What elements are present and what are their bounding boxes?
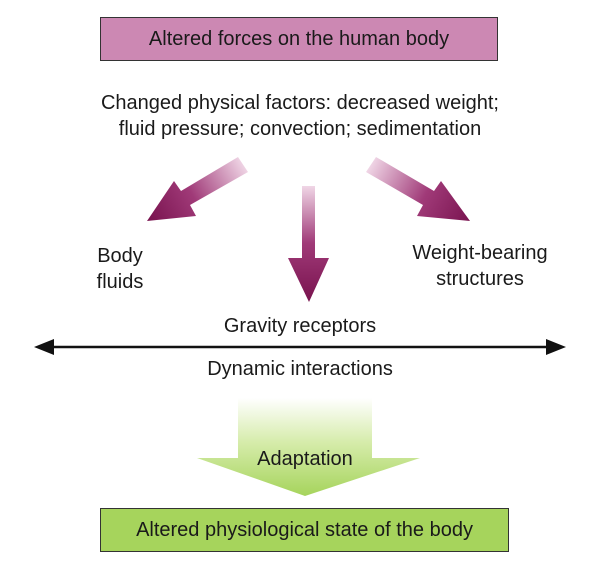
altered-forces-label: Altered forces on the human body	[148, 27, 450, 50]
weight-bearing-label: Weight-bearing structures	[380, 240, 580, 292]
body-fluids-line-2: fluids	[96, 271, 144, 293]
adaptation-arrow	[197, 398, 420, 496]
weight-bearing-line-2: structures	[436, 268, 524, 290]
physiological-state-label: Altered physiological state of the body	[136, 518, 473, 541]
arrow-to-body-fluids	[147, 157, 248, 221]
physical-factors-line-1: Changed physical factors: decreased weig…	[100, 92, 499, 114]
adaptation-label: Adaptation	[257, 448, 353, 470]
arrow-to-gravity-receptors	[288, 186, 329, 302]
physical-factors-text: Changed physical factors: decreased weig…	[0, 90, 600, 142]
physiological-state-box: Altered physiological state of the body	[100, 508, 509, 552]
arrow-to-weight-bearing	[366, 157, 470, 221]
body-fluids-label: Body fluids	[70, 243, 170, 295]
weight-bearing-line-1: Weight-bearing	[412, 242, 548, 264]
altered-forces-box: Altered forces on the human body	[100, 17, 498, 61]
body-fluids-line-1: Body	[97, 245, 143, 267]
dynamic-interactions-label: Dynamic interactions	[207, 358, 393, 380]
physical-factors-line-2: fluid pressure; convection; sedimentatio…	[118, 118, 482, 140]
axis-arrowhead-left	[34, 339, 54, 355]
axis-arrowhead-right	[546, 339, 566, 355]
gravity-receptors-label: Gravity receptors	[223, 315, 377, 337]
